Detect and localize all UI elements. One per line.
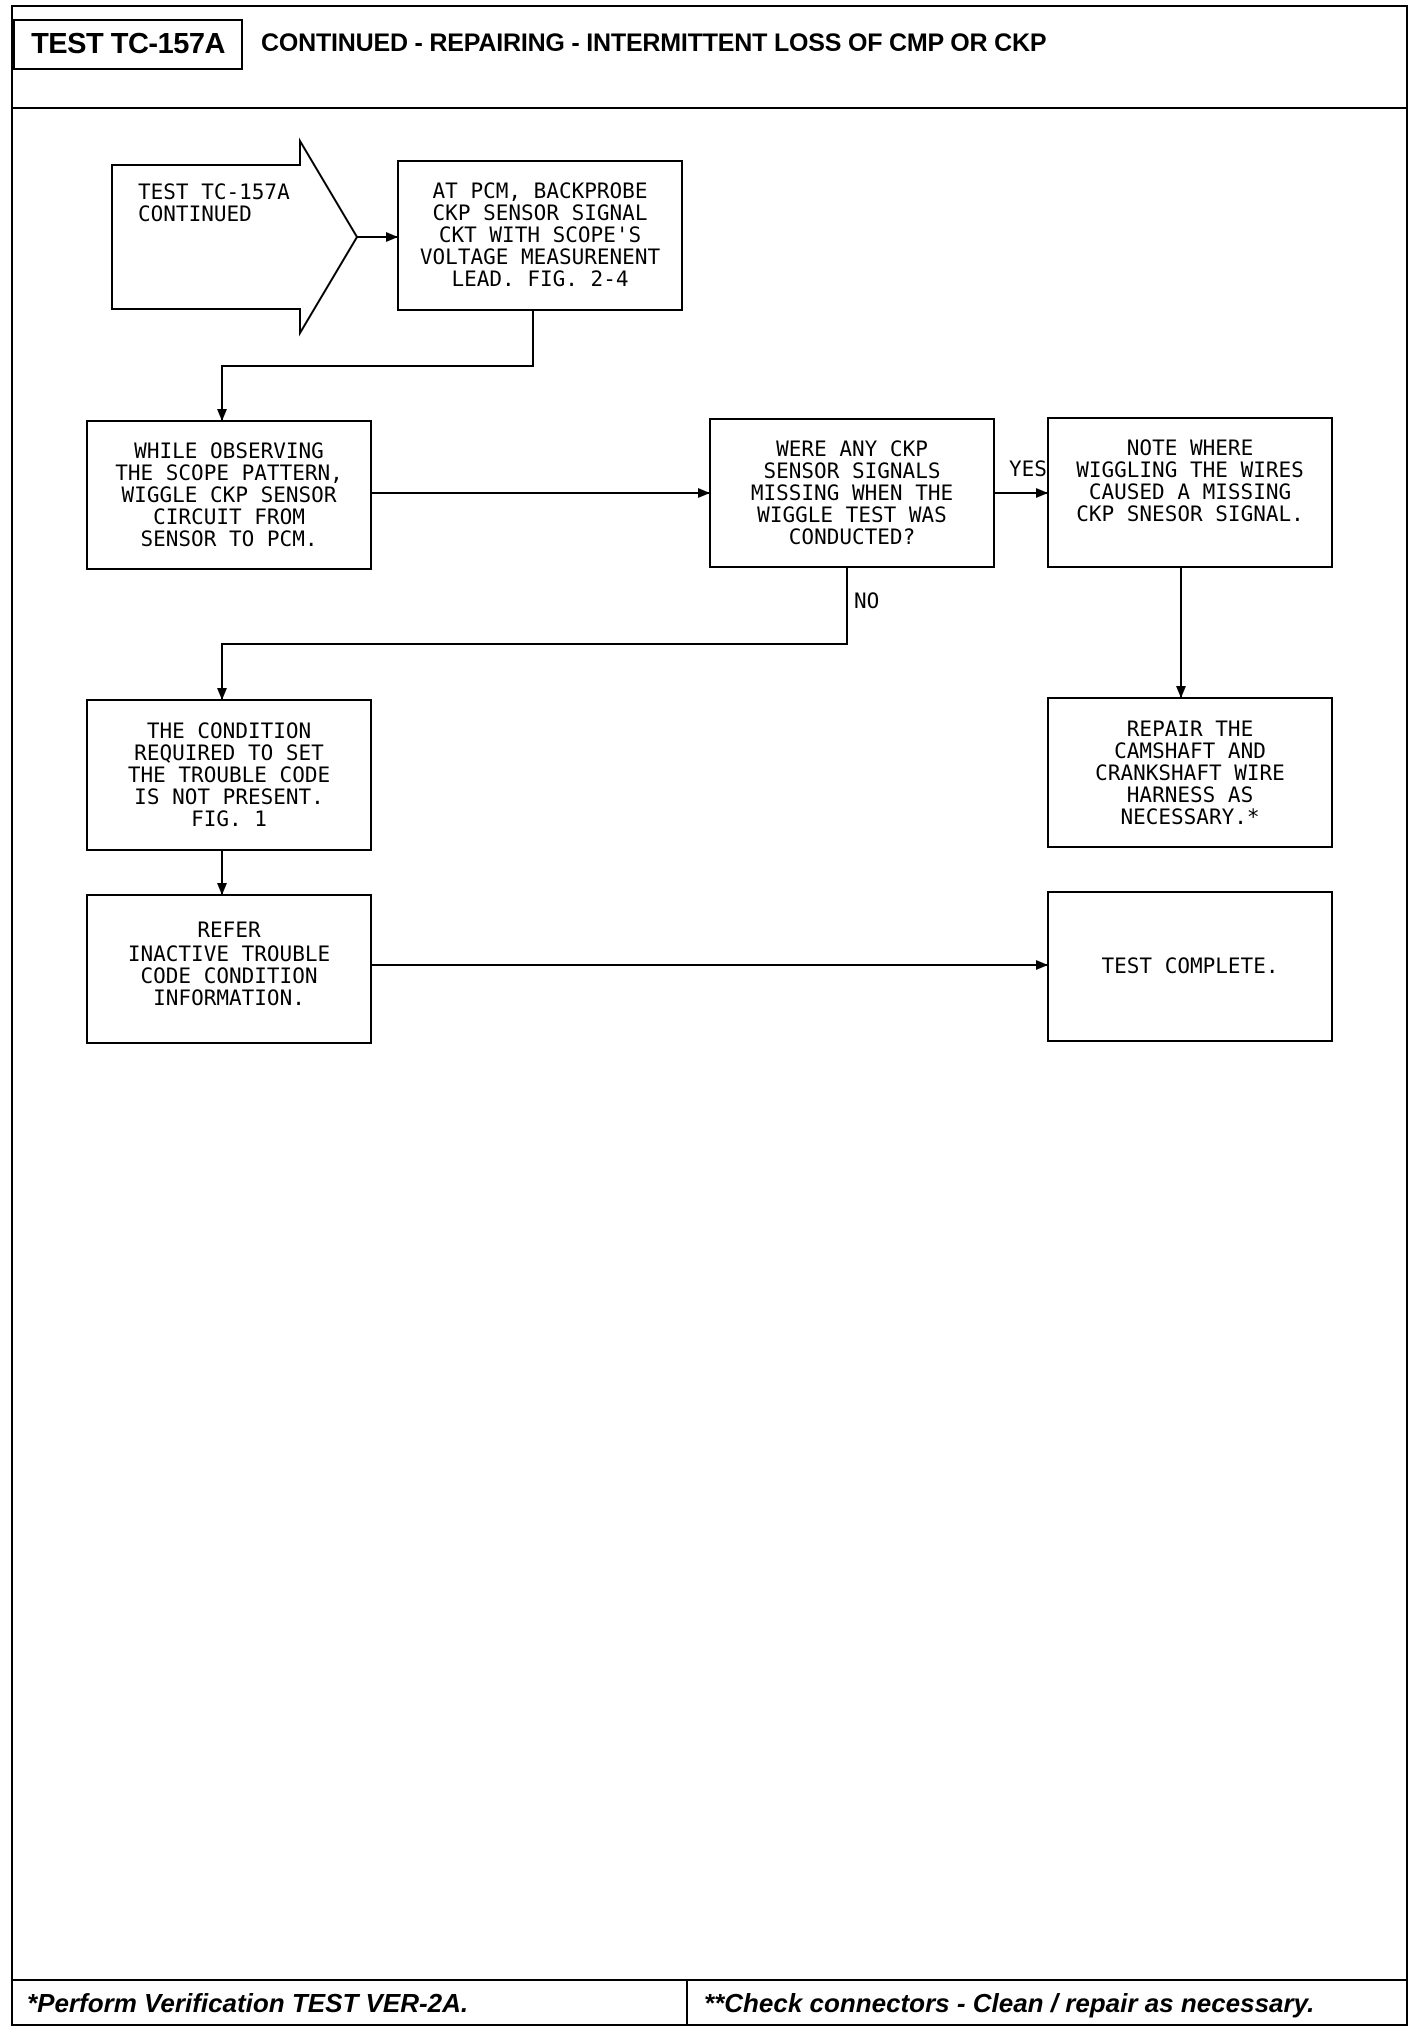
repair-line: HARNESS AS (1127, 783, 1253, 807)
box-wiggle (86, 420, 372, 570)
footer-bar (11, 1979, 1408, 2026)
repair-line: CRANKSHAFT WIRE (1095, 761, 1285, 785)
start-line: TEST TC-157A (138, 180, 290, 204)
refer-line: INACTIVE TROUBLE (128, 942, 330, 966)
box-repair (1047, 697, 1333, 848)
condition-line: REQUIRED TO SET (134, 741, 324, 765)
question-line: CONDUCTED? (789, 525, 915, 549)
no-label: NO (854, 589, 879, 613)
box-condition (86, 699, 372, 851)
footer-note-right: **Check connectors - Clean / repair as n… (704, 1988, 1315, 2018)
note-where-text: NOTE WHERE WIGGLING THE WIRES CAUSED A M… (1076, 436, 1304, 526)
wiggle-line: SENSOR TO PCM. (140, 527, 317, 551)
refer-text: REFER INACTIVE TROUBLE CODE CONDITION IN… (128, 918, 330, 1010)
refer-line: INFORMATION. (153, 986, 305, 1010)
backprobe-line: VOLTAGE MEASURENENT (420, 245, 661, 269)
start-line: CONTINUED (138, 202, 252, 226)
start-arrow-shape (111, 137, 359, 337)
note-where-line: CAUSED A MISSING (1089, 480, 1291, 504)
yes-label: YES (1009, 457, 1047, 481)
complete-line: TEST COMPLETE. (1101, 954, 1278, 978)
condition-text: THE CONDITION REQUIRED TO SET THE TROUBL… (128, 719, 330, 831)
condition-line: IS NOT PRESENT. (134, 785, 324, 809)
start-text: TEST TC-157A CONTINUED (138, 180, 290, 226)
question-line: WIGGLE TEST WAS (757, 503, 947, 527)
note-where-line: CKP SNESOR SIGNAL. (1076, 502, 1304, 526)
box-complete (1047, 891, 1333, 1042)
refer-line: REFER (197, 918, 261, 942)
note-where-line: WIGGLING THE WIRES (1076, 458, 1304, 482)
question-line: MISSING WHEN THE (751, 481, 953, 505)
backprobe-line: CKT WITH SCOPE'S (439, 223, 641, 247)
question-line: WERE ANY CKP (776, 437, 928, 461)
refer-line: CODE CONDITION (140, 964, 317, 988)
wiggle-line: CIRCUIT FROM (153, 505, 305, 529)
condition-line: FIG. 1 (191, 807, 267, 831)
note-where-line: NOTE WHERE (1127, 436, 1253, 460)
box-backprobe (397, 160, 683, 311)
page-title: CONTINUED - REPAIRING - INTERMITTENT LOS… (261, 29, 1047, 57)
repair-line: CAMSHAFT AND (1114, 739, 1266, 763)
repair-line: REPAIR THE (1127, 717, 1253, 741)
wiggle-line: THE SCOPE PATTERN, (115, 461, 343, 485)
header-bar (11, 5, 1408, 109)
backprobe-line: LEAD. FIG. 2-4 (451, 267, 628, 291)
footer-note-left: *Perform Verification TEST VER-2A. (27, 1988, 469, 2018)
test-id-box: TEST TC-157A (13, 19, 243, 70)
box-note-where (1047, 417, 1333, 568)
backprobe-text: AT PCM, BACKPROBE CKP SENSOR SIGNAL CKT … (420, 179, 661, 291)
repair-line: NECESSARY.* (1120, 805, 1259, 829)
condition-line: THE CONDITION (147, 719, 311, 743)
condition-line: THE TROUBLE CODE (128, 763, 330, 787)
backprobe-line: AT PCM, BACKPROBE (433, 179, 648, 203)
wiggle-line: WHILE OBSERVING (134, 439, 324, 463)
wiggle-line: WIGGLE CKP SENSOR (122, 483, 337, 507)
footer-divider (686, 1979, 688, 2026)
connector-question-no (217, 567, 848, 700)
question-text: WERE ANY CKP SENSOR SIGNALS MISSING WHEN… (751, 437, 953, 549)
connector-backprobe-to-wiggle (217, 310, 534, 421)
repair-text: REPAIR THE CAMSHAFT AND CRANKSHAFT WIRE … (1095, 717, 1285, 829)
question-line: SENSOR SIGNALS (763, 459, 940, 483)
complete-text: TEST COMPLETE. (1101, 954, 1278, 978)
box-refer (86, 894, 372, 1044)
backprobe-line: CKP SENSOR SIGNAL (433, 201, 648, 225)
page-frame (11, 5, 1408, 2026)
wiggle-text: WHILE OBSERVING THE SCOPE PATTERN, WIGGL… (115, 439, 343, 551)
